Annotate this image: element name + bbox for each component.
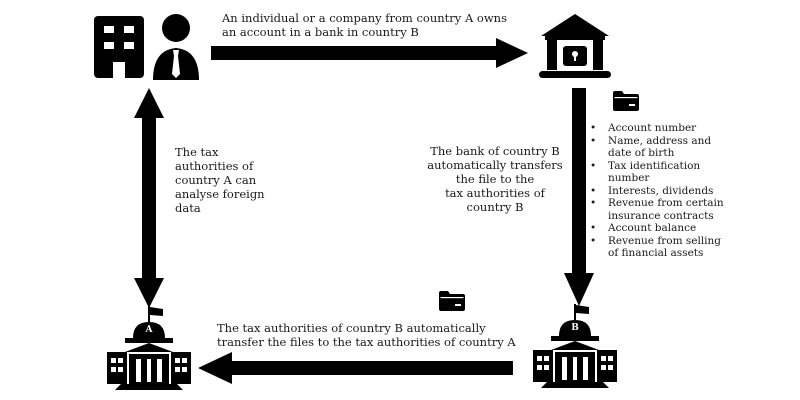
list-item: Account number <box>588 122 728 135</box>
list-item: Revenue from certain insurance contracts <box>588 197 728 222</box>
bank-to-tax-b-label: The bank of country B automatically tran… <box>420 144 570 214</box>
owner-tax-a-line: data <box>175 201 201 215</box>
owner-node <box>94 14 204 82</box>
owner-tax-a-line: authorities of <box>175 159 254 173</box>
folder-icon <box>613 91 639 111</box>
tax-authority-b-node: B <box>533 304 617 388</box>
tax-b-to-tax-a-label: The tax authorities of country B automat… <box>217 321 537 349</box>
owner-tax-a-line: country A can <box>175 173 257 187</box>
list-item: Revenue from selling of financial assets <box>588 235 728 260</box>
list-item: Account balance <box>588 222 728 235</box>
tax-authority-a-node: A <box>107 306 191 390</box>
owner-to-bank-text-line1: An individual or a company from country … <box>222 11 507 25</box>
owner-to-bank-text-line2: an account in a bank in country B <box>222 25 419 39</box>
file-contents-list: Account number Name, address and date of… <box>588 122 728 260</box>
arrow-bank-to-tax-b <box>564 88 594 306</box>
government-building-icon <box>107 306 191 390</box>
tax-b-to-tax-a-text-line1: The tax authorities of country B automat… <box>217 321 486 335</box>
government-building-icon <box>533 304 617 388</box>
list-item: Interests, dividends <box>588 185 728 198</box>
folder-icon <box>439 291 465 311</box>
arrow-owner-to-bank <box>211 38 528 68</box>
bank-to-tax-b-line: tax authorities of <box>445 186 545 200</box>
list-item: Name, address and date of birth <box>588 135 728 160</box>
building-icon <box>94 16 144 78</box>
businessman-icon <box>153 14 199 80</box>
bank-to-tax-b-line: The bank of country B <box>430 144 560 158</box>
country-b-badge: B <box>571 323 579 333</box>
country-a-badge: A <box>145 325 153 335</box>
owner-tax-a-label: The tax authorities of country A can ana… <box>175 145 295 215</box>
arrow-owner-tax-a-bidirectional <box>134 88 164 308</box>
arrow-tax-b-to-tax-a <box>198 352 513 384</box>
bank-to-tax-b-line: the file to the <box>455 172 535 186</box>
bank-to-tax-b-line: country B <box>466 200 524 214</box>
bank-icon <box>539 14 611 78</box>
tax-b-to-tax-a-text-line2: transfer the files to the tax authoritie… <box>217 335 516 349</box>
list-item: Tax identification number <box>588 160 728 185</box>
bank-to-tax-b-line: automatically transfers <box>427 158 563 172</box>
owner-to-bank-label: An individual or a company from country … <box>222 11 542 39</box>
owner-tax-a-line: analyse foreign <box>175 187 265 201</box>
owner-tax-a-line: The tax <box>175 145 219 159</box>
